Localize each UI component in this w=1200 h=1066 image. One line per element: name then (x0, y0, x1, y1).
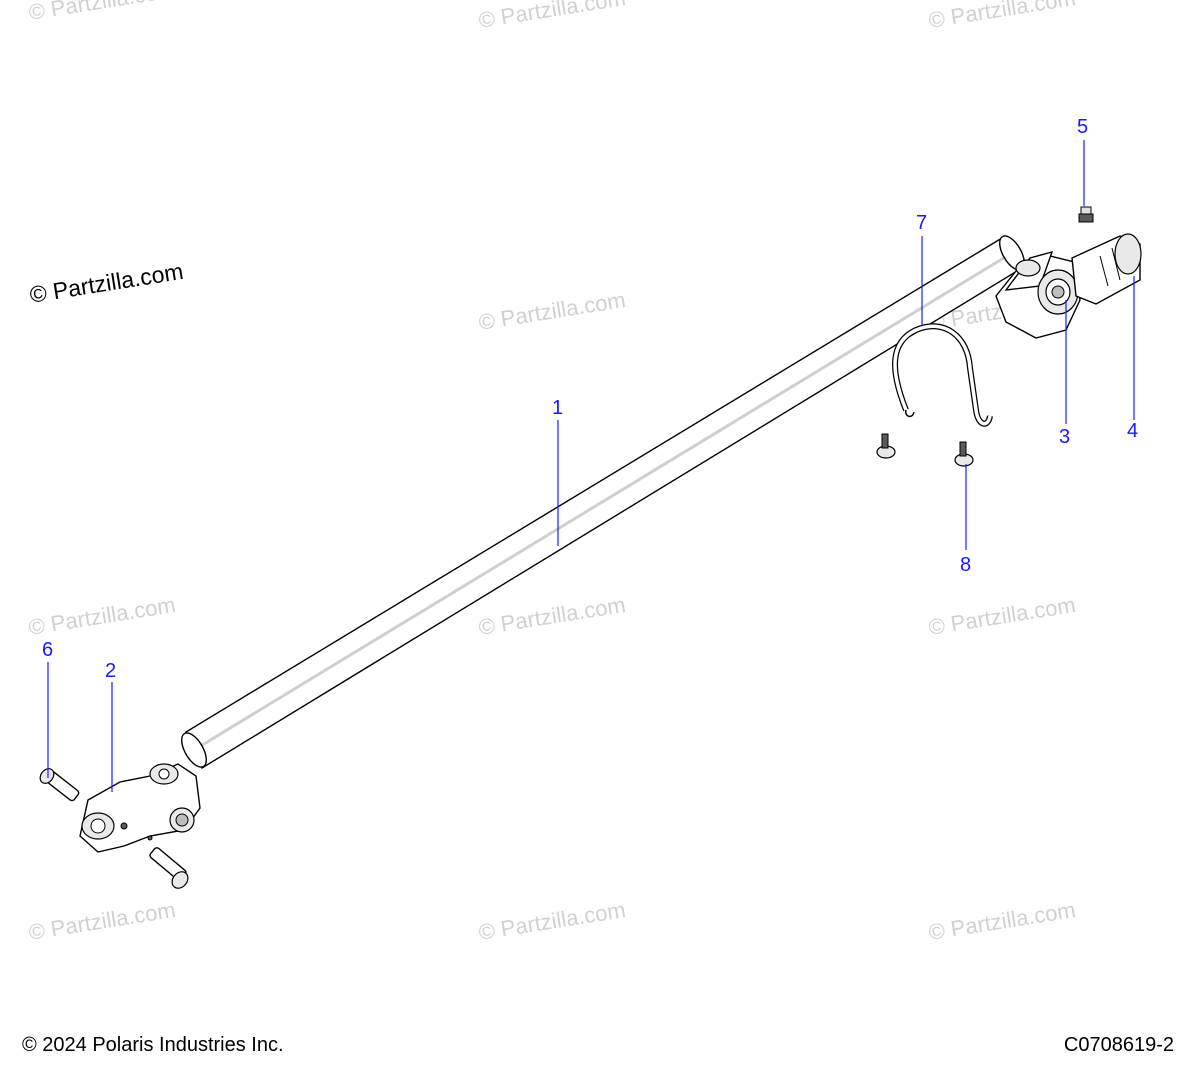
watermark: © Partzilla.com (477, 897, 627, 945)
watermark: © Partzilla.com (27, 897, 177, 945)
harness-clip (892, 323, 993, 427)
push-rivet-left (876, 433, 896, 459)
lower-u-joint (79, 763, 201, 853)
callout-2: 2 (105, 660, 116, 682)
callout-8: 8 (960, 554, 971, 576)
watermark: © Partzilla.com (477, 592, 627, 640)
callout-4: 4 (1127, 420, 1138, 442)
bolt-upper (39, 768, 80, 802)
watermark: © Partzilla.com (27, 592, 177, 640)
steering-shaft-tube (181, 235, 1025, 770)
end-yoke (1071, 233, 1142, 305)
diagram-code: C0708619-2 (1063, 1034, 1174, 1056)
callout-1: 1 (552, 397, 563, 419)
upper-u-joint (995, 250, 1081, 339)
watermark: © Partzilla.com (927, 592, 1077, 640)
watermark: © Partzilla.com (927, 0, 1077, 33)
grease-fitting (1078, 206, 1094, 223)
copyright-text: © 2024 Polaris Industries Inc. (22, 1034, 284, 1056)
callout-3: 3 (1059, 426, 1070, 448)
push-rivet-right (954, 441, 974, 467)
callout-7: 7 (916, 212, 927, 234)
callout-5: 5 (1077, 116, 1088, 138)
watermark: © Partzilla.com (477, 287, 627, 335)
callout-6: 6 (42, 639, 53, 661)
watermark: © Partzilla.com (477, 0, 627, 33)
watermark: © Partzilla.com (927, 897, 1077, 945)
watermark: © Partzilla.com (27, 0, 177, 25)
bolt-lower (149, 847, 189, 889)
callouts: 1 2 3 4 5 6 7 8 (42, 116, 1138, 682)
leader-lines (47, 140, 1135, 792)
